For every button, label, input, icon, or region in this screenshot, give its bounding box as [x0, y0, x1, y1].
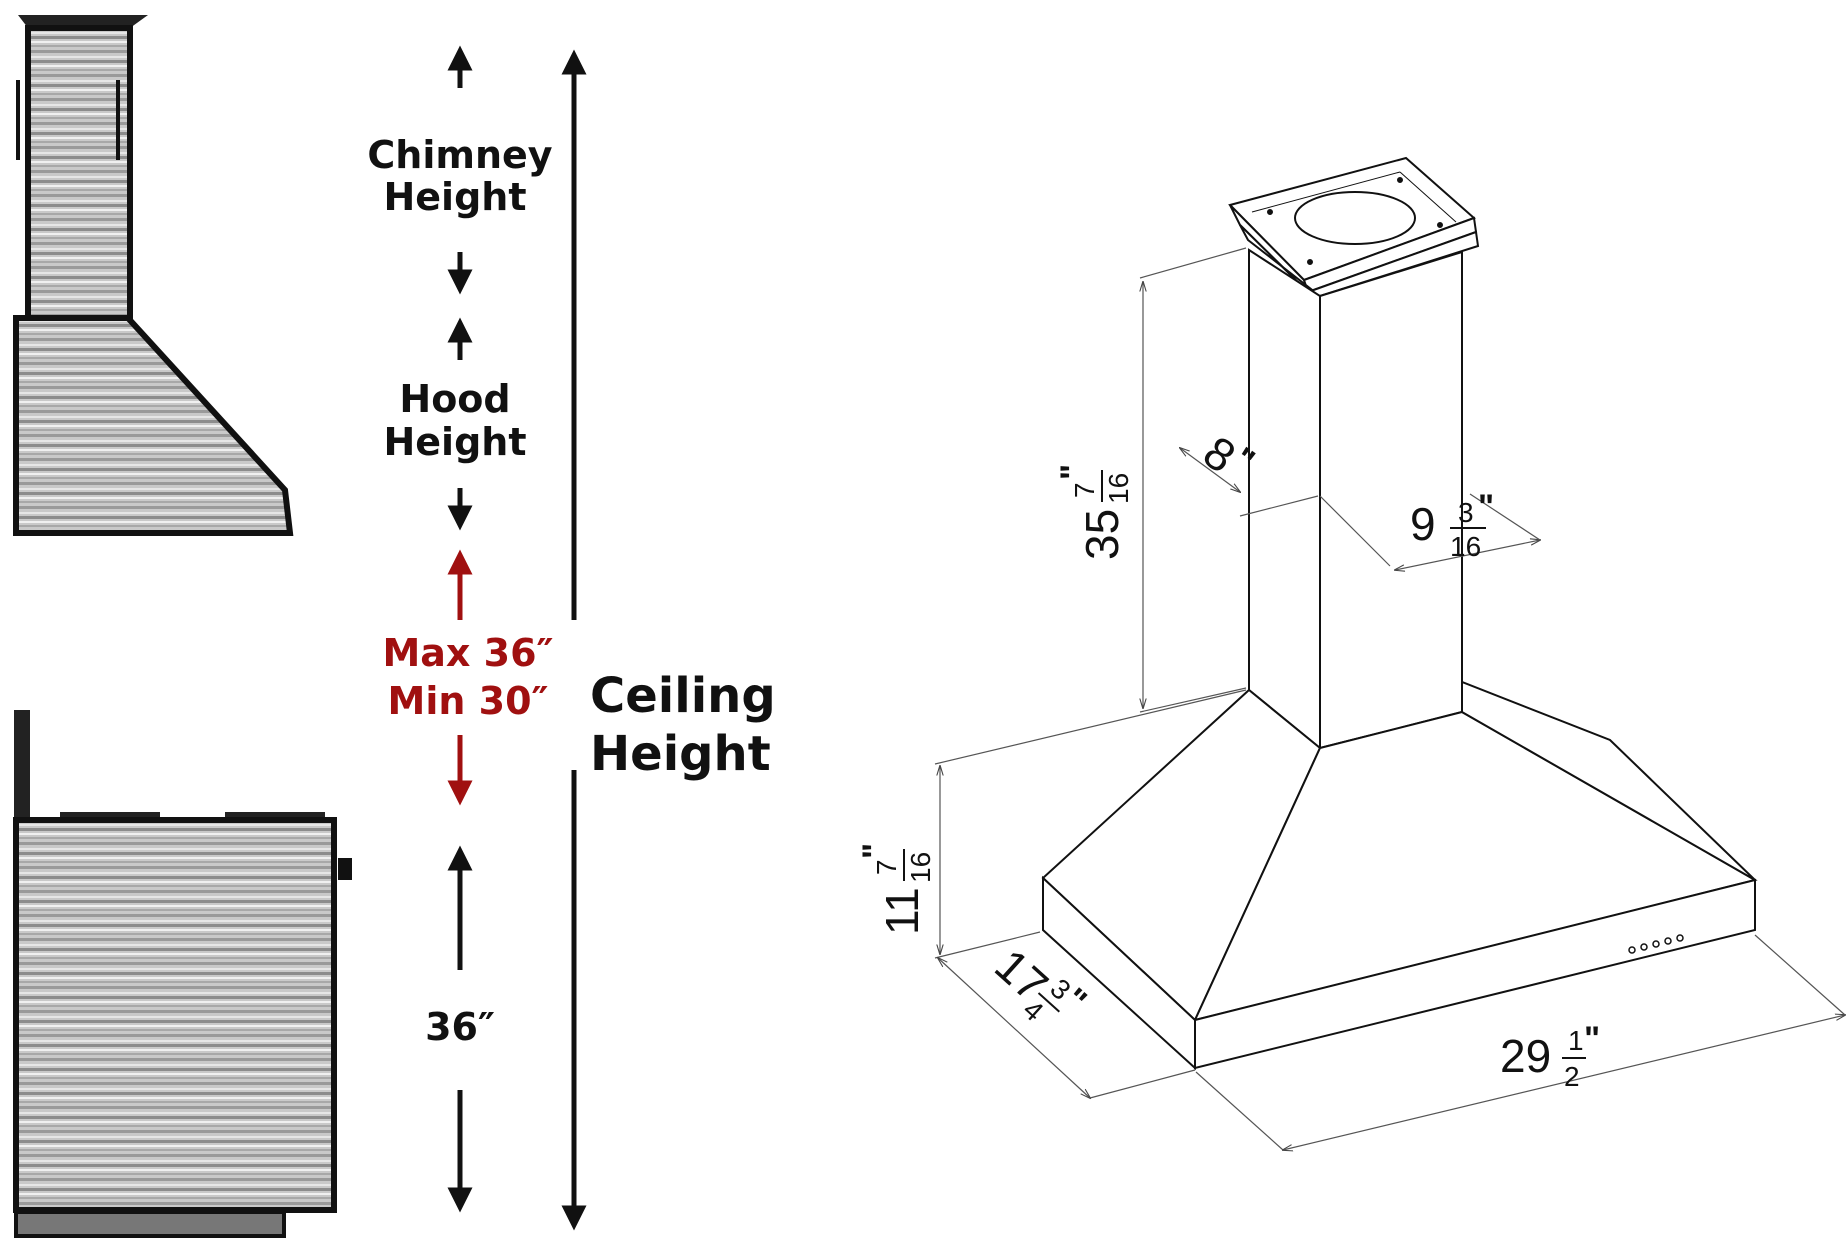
chimney-height-dimension: 35 7 16 ": [1054, 464, 1134, 560]
chimney-height-denominator: 16: [1103, 473, 1134, 504]
chimney-height-label-line1: Chimney: [367, 133, 552, 177]
chimney-height-numerator: 7: [1069, 482, 1100, 498]
ceiling-height-label-line2: Height: [590, 726, 771, 782]
hood-width-inch-mark: ": [1584, 1020, 1600, 1058]
chimney-height-whole: 35: [1076, 509, 1128, 560]
dimension-lines: [934, 247, 1845, 1150]
hood-width-dimension: 29 1 2 ": [1500, 1020, 1600, 1092]
hood-height-label-line2: Height: [383, 420, 526, 464]
chimney-width-dimension: 9 3 16 ": [1410, 488, 1494, 562]
hood-height-whole: 11: [876, 887, 928, 935]
hood-width-denominator: 2: [1564, 1061, 1580, 1092]
isometric-canopy: [1041, 680, 1758, 1071]
chimney-width-numerator: 3: [1458, 497, 1474, 528]
hood-height-numerator: 7: [871, 859, 902, 875]
range-illustration: [13, 710, 352, 1238]
chimney-height-label-line2: Height: [383, 175, 526, 219]
top-collar: [1228, 156, 1480, 298]
hood-width-numerator: 1: [1568, 1025, 1584, 1056]
min-clearance-label: Min 30″: [388, 679, 549, 723]
side-elevation-diagram: Chimney Height Hood Height Max 36″ Min 3…: [13, 15, 776, 1238]
chimney-width-inch-mark: ": [1478, 488, 1494, 526]
chimney-height-inch-mark: ": [1054, 464, 1092, 480]
max-clearance-label: Max 36″: [382, 631, 553, 675]
ceiling-height-label-line1: Ceiling: [590, 668, 776, 724]
hood-height-label-line1: Hood: [399, 377, 510, 421]
chimney-width-whole: 9: [1410, 498, 1436, 550]
hood-height-denominator: 16: [905, 852, 936, 883]
isometric-chimney: [1248, 248, 1463, 751]
isometric-hood-drawing: 35 7 16 " 8 " 9 3 16 " 11 7 16 " 17 3: [856, 156, 1845, 1150]
counter-height-label: 36″: [425, 1005, 495, 1049]
hood-height-inch-mark: ": [856, 843, 894, 859]
chimney-width-denominator: 16: [1450, 531, 1481, 562]
hood-chimney-illustration: [16, 15, 148, 321]
hood-height-dimension: 11 7 16 ": [856, 843, 936, 935]
hood-width-whole: 29: [1500, 1030, 1551, 1082]
hood-canopy-illustration: [13, 315, 294, 536]
